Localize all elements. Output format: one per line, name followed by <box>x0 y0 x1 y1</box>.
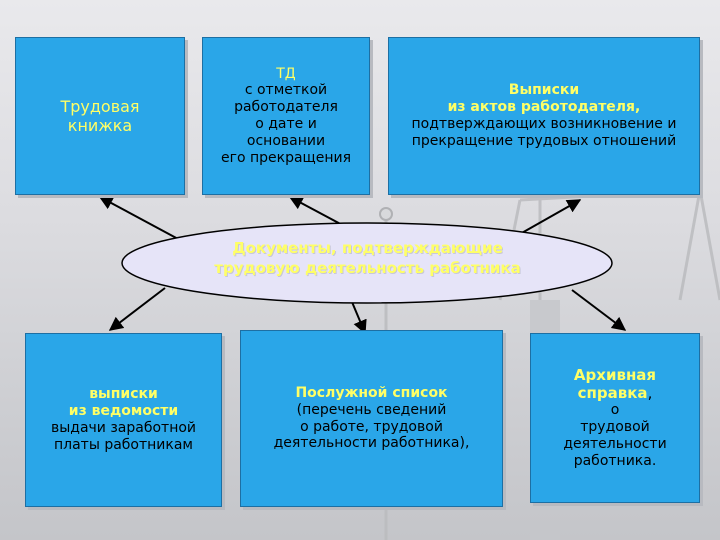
arrow-to-payroll <box>108 287 166 331</box>
archive-body-2: трудовой <box>580 419 650 436</box>
service-record-title: Послужной список <box>295 384 448 401</box>
center-label: Документы, подтверждающие трудовую деяте… <box>120 238 615 279</box>
employer-acts-title-1: Выписки <box>508 82 580 99</box>
contract-line-5: основании <box>246 132 326 149</box>
arrow-to-labor-book <box>98 196 181 241</box>
employer-acts-body-1: подтверждающих возникновение и <box>411 116 677 132</box>
box-archive: Архивная справка, о трудовой деятельност… <box>530 333 700 503</box>
payroll-title-2: из ведомости <box>68 403 179 420</box>
arrow-to-service-record <box>351 301 367 335</box>
service-record-body-1: (перечень сведений <box>296 401 447 418</box>
contract-line-4: о дате и <box>255 116 317 132</box>
payroll-title-1: выписки <box>89 386 158 403</box>
payroll-body-1: выдачи заработной <box>50 420 197 436</box>
box-employer-acts: Выписки из актов работодателя, подтвержд… <box>388 37 700 195</box>
center-label-line-1: Документы, подтверждающие <box>232 239 503 257</box>
service-record-body-3: деятельности работника), <box>273 435 470 452</box>
archive-body-1: о <box>610 402 620 419</box>
labor-book-line-2: книжка <box>67 116 133 135</box>
contract-line-1: ТД <box>276 65 296 82</box>
center-ellipse <box>121 222 613 304</box>
box-employment-contract: ТД с отметкой работодателя о дате и осно… <box>202 37 370 195</box>
box-labor-book: Трудовая книжка <box>15 37 185 195</box>
contract-line-3: работодателя <box>234 99 338 116</box>
arrow-to-archive <box>571 289 627 331</box>
service-record-body-2: о работе, трудовой <box>300 418 443 435</box>
archive-title: Архивная <box>573 366 657 385</box>
arrow-to-employer-acts <box>519 199 582 235</box>
contract-line-6: его прекращения <box>220 149 352 166</box>
employer-acts-body-2: прекращение трудовых отношений <box>411 132 677 149</box>
box-payroll: выписки из ведомости выдачи заработной п… <box>25 333 222 507</box>
labor-book-line-1: Трудовая <box>60 96 140 116</box>
archive-title-2-suffix: , <box>647 384 653 403</box>
archive-title-2: справка <box>577 384 648 403</box>
archive-body-4: работника. <box>573 452 657 469</box>
archive-title-2-line: справка, <box>578 384 653 402</box>
contract-line-2: с отметкой <box>244 82 328 99</box>
center-label-line-2: трудовую деятельность работника <box>214 259 521 278</box>
archive-body-3: деятельности <box>563 436 667 452</box>
payroll-body-2: платы работникам <box>53 436 193 453</box>
box-service-record: Послужной список (перечень сведений о ра… <box>240 330 503 507</box>
employer-acts-title-2: из актов работодателя, <box>447 99 641 116</box>
